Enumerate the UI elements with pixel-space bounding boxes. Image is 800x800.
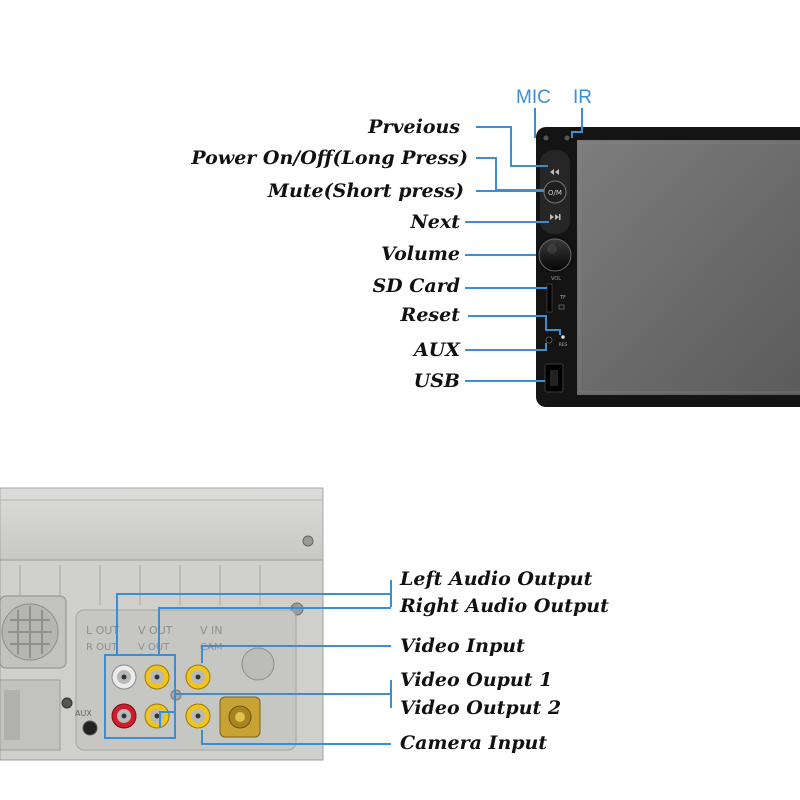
- label-next: Next: [410, 211, 460, 233]
- silk-v-out2: V OUT: [138, 642, 170, 653]
- aux-jack[interactable]: [545, 336, 553, 344]
- silk-l-out: L OUT: [86, 624, 119, 637]
- audio-video-group-box: [104, 654, 176, 739]
- next-button[interactable]: [550, 214, 561, 220]
- silk-aux: AUX: [75, 709, 92, 718]
- label-reset: Reset: [400, 304, 460, 326]
- rca-video-input[interactable]: [185, 664, 211, 690]
- label-mute: Mute(Short press): [267, 180, 464, 202]
- power-button-text: O/M: [548, 189, 562, 197]
- label-volume: Volume: [381, 243, 460, 265]
- silk-v-out: V OUT: [138, 624, 173, 637]
- vol-text: VOL: [551, 276, 561, 282]
- rca-camera-input[interactable]: [185, 703, 211, 729]
- label-power: Power On/Off(Long Press): [191, 147, 468, 169]
- head-unit-front: O/M VOL TF RES: [536, 127, 800, 407]
- rear-callout-lines: [116, 580, 392, 745]
- front-callout-lines: [465, 108, 583, 382]
- antenna-socket: [241, 647, 275, 681]
- rca-right-audio[interactable]: [111, 703, 137, 729]
- label-camera-input: Camera Input: [400, 732, 548, 754]
- top-cover: [0, 487, 324, 561]
- reset-hole[interactable]: [561, 335, 565, 339]
- label-video-output-2: Video Output 2: [400, 697, 562, 719]
- previous-icon: [550, 169, 559, 175]
- tf-text: TF: [559, 295, 566, 301]
- mic-marker: MIC: [516, 87, 551, 108]
- next-icon: [550, 214, 559, 220]
- sd-card-slot[interactable]: [546, 283, 553, 313]
- silk-v-in: V IN: [200, 624, 223, 637]
- label-usb: USB: [413, 370, 460, 392]
- rca-video-output-2[interactable]: [144, 703, 170, 729]
- label-sd-card: SD Card: [372, 275, 460, 297]
- mic-hole: [543, 135, 549, 141]
- label-aux: AUX: [413, 339, 460, 361]
- rear-aux-jack[interactable]: [82, 720, 98, 736]
- previous-button[interactable]: [550, 169, 559, 175]
- label-right-audio-output: Right Audio Output: [400, 595, 609, 617]
- label-previous: Prveious: [368, 116, 460, 138]
- ir-marker: IR: [573, 87, 592, 108]
- silk-cam: CAM: [200, 642, 222, 653]
- cooling-fan: [0, 595, 67, 669]
- rca-left-audio[interactable]: [111, 664, 137, 690]
- label-video-output-1: Video Ouput 1: [400, 669, 553, 691]
- res-text: RES: [559, 342, 568, 348]
- ir-sensor: [564, 135, 570, 141]
- silk-r-out: R OUT: [86, 642, 118, 653]
- label-video-input: Video Input: [400, 635, 525, 657]
- power-connector: [219, 696, 261, 738]
- label-left-audio-output: Left Audio Output: [400, 568, 593, 590]
- head-unit-rear: L OUT V OUT V IN R OUT V OUT CAM AUX: [0, 487, 324, 761]
- rca-video-output-1[interactable]: [144, 664, 170, 690]
- power-mute-button[interactable]: O/M: [543, 180, 567, 204]
- touch-screen: [577, 140, 800, 395]
- volume-knob[interactable]: VOL: [536, 236, 574, 282]
